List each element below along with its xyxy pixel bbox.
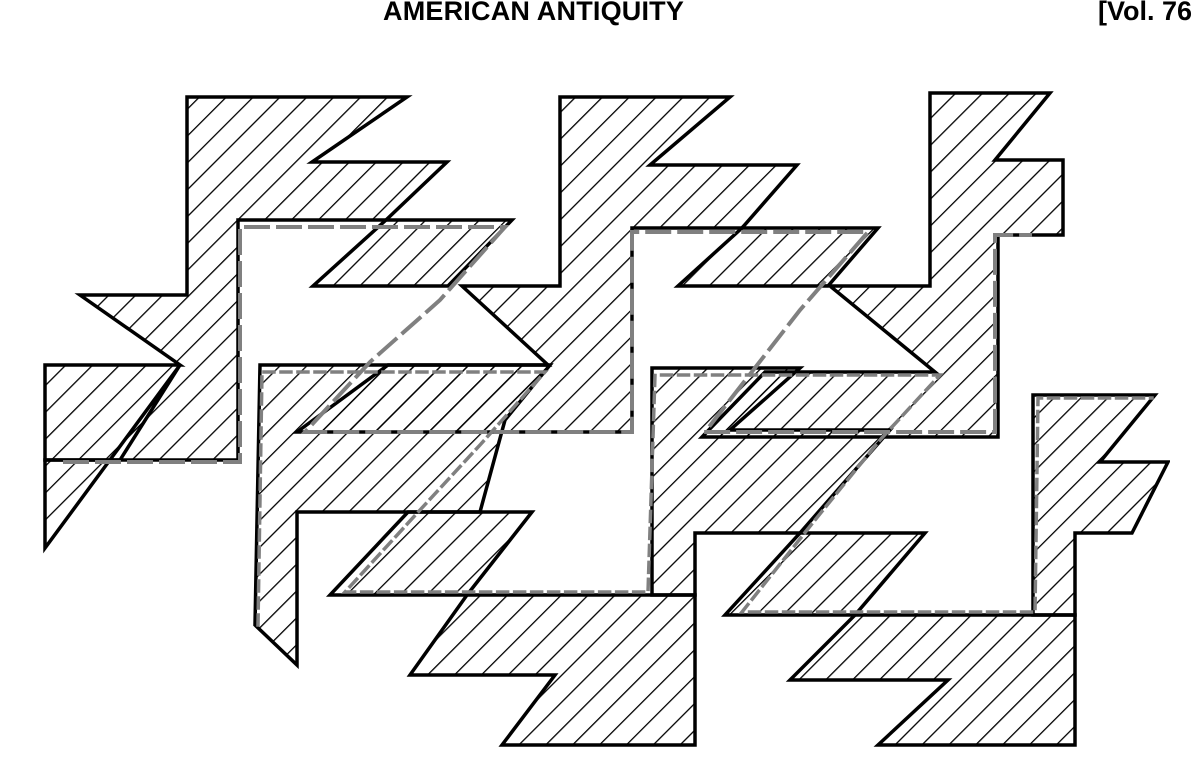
hatched-tail [43,363,182,554]
hatched-foot [785,613,1077,747]
fret-unit-row2-right [1031,393,1170,617]
hatched-band [697,91,1065,439]
dashed-trace-lines [63,225,1154,627]
hatched-foot [406,593,697,747]
fret-unit-row1-right [697,91,1065,439]
hatched-band [1031,393,1170,617]
trace-short-dash [256,370,1154,627]
hatched-wedge [308,218,517,288]
hatched-wedge [673,226,882,288]
hatched-wedge [721,531,929,617]
hatched-band [253,363,554,670]
trace-long-dash [63,225,1032,464]
volume-label: [Vol. 76 [1098,0,1193,26]
running-head: AMERICAN ANTIQUITY [Vol. 76 [0,0,1198,40]
hatched-wedge [325,510,536,597]
fret-unit-row1-left [43,95,517,554]
journal-title: AMERICAN ANTIQUITY [383,0,685,26]
